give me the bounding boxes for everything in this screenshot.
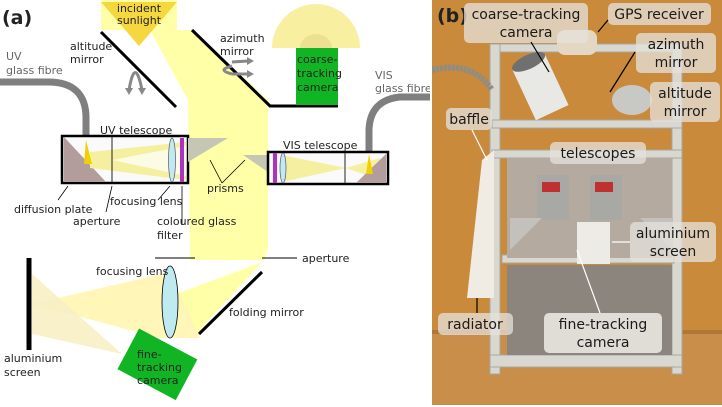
uv-glass-fibre-label-2: glass fibre (6, 64, 63, 77)
altitude-mirror-label-2: mirror (70, 53, 104, 66)
uv-glass-fibre (0, 78, 90, 138)
panel-b-label: (b) (437, 5, 468, 27)
uv-coloured-filter (180, 138, 184, 182)
uv-telescope (60, 134, 190, 185)
folding-mirror-label: folding mirror (229, 306, 304, 319)
azimuth-pointer (609, 51, 636, 93)
rotation-arrow-head-1 (125, 88, 133, 95)
fine-camera-label-2: tracking (137, 361, 182, 374)
label-telescopes: telescopes (550, 142, 646, 164)
gps-pointer (597, 19, 609, 33)
incident-sunlight-label-2: sunlight (117, 14, 162, 27)
vis-coloured-filter (273, 153, 277, 183)
fine-tracking-camera (117, 328, 198, 401)
azimuth-rotation-icon (222, 57, 254, 78)
fine-camera-label-3: camera (137, 374, 179, 387)
label-text: camera (500, 25, 553, 41)
label-text: azimuth (648, 37, 705, 53)
uv-glass-fibre-label-1: UV (6, 50, 22, 63)
coarse-camera-fov (272, 4, 360, 48)
focusing-lens-uv-label: focusing lens (110, 195, 183, 208)
aperture-uv-label: aperture (73, 215, 121, 228)
main-focusing-lens (161, 265, 179, 339)
label-text: GPS receiver (614, 7, 704, 23)
uv-telescope-housing (537, 175, 569, 220)
beam-to-screen (32, 272, 200, 338)
instrument-photo: (b) coarse-tracking camera GPS receiver … (432, 0, 722, 405)
incident-sunlight-label-1: incident (117, 2, 162, 15)
label-azimuth-mirror: azimuth mirror (636, 33, 716, 73)
coarse-camera-label-3: camera (297, 81, 339, 94)
label-text: screen (650, 244, 697, 260)
coloured-glass-filter-label-2: filter (157, 229, 183, 242)
label-text: coarse-tracking (472, 7, 581, 23)
aluminium-screen-plate (577, 222, 610, 264)
coarse-camera-label-2: tracking (297, 67, 342, 80)
altitude-mirror-label-1: altitude (70, 40, 112, 53)
fine-camera-pointer (576, 249, 601, 314)
folding-mirror (197, 270, 264, 336)
coarse-tracking-camera (296, 48, 338, 105)
aperture-main-label: aperture (302, 252, 350, 265)
label-text: radiator (447, 317, 503, 333)
vis-glass-fibre-label-1: VIS (375, 69, 393, 82)
label-text: fine-tracking (559, 317, 648, 333)
label-gps-receiver: GPS receiver (608, 3, 711, 25)
incident-sunlight-arrow (101, 2, 177, 46)
vis-telescope (266, 150, 390, 186)
uv-tag (542, 182, 560, 192)
altitude-mirror-housing (612, 85, 652, 115)
label-radiator: radiator (438, 313, 513, 335)
uv-focusing-lens (168, 137, 176, 183)
altitude-mirror (99, 30, 178, 109)
aluminium-screen-label-1: aluminium (4, 352, 62, 365)
vis-tag (595, 182, 613, 192)
prism-vis (243, 155, 268, 172)
vis-telescope-label: VIS telescope (283, 139, 358, 152)
vis-glass-fibre (365, 93, 430, 152)
label-text: baffle (449, 112, 489, 128)
prisms-pointer-arrows (209, 159, 246, 184)
azimuth-mirror-label-2: mirror (220, 45, 254, 58)
fine-camera-label-1: fine- (137, 348, 162, 361)
label-baffle: baffle (446, 108, 492, 130)
callout-arrows (57, 185, 183, 225)
rotation-arrow-head-2 (138, 88, 146, 95)
altitude-rotation-icon (127, 71, 144, 91)
focusing-lens-main-label: focusing lens (96, 265, 169, 278)
label-text: camera (577, 335, 630, 351)
coarse-camera-pointer (530, 41, 550, 73)
label-text: mirror (655, 55, 698, 71)
vis-glass-fibre-label-2: glass fibre (375, 82, 430, 95)
aluminium-screen-label-2: screen (4, 366, 41, 379)
fibre-conduit (432, 64, 495, 92)
label-text: telescopes (561, 146, 636, 162)
azimuth-mirror-label-1: azimuth (220, 32, 265, 45)
coloured-glass-filter-label-1: coloured glass (157, 215, 237, 228)
prism-uv (188, 138, 228, 162)
corner-bracket (510, 218, 542, 250)
diffusion-plate-label: diffusion plate (14, 203, 93, 216)
coarse-camera-label-1: coarse- (297, 53, 338, 66)
label-text: altitude (658, 86, 712, 102)
prisms-label: prisms (207, 182, 244, 195)
azimuth-mirror (190, 28, 338, 108)
baffle-pointer (471, 129, 488, 161)
label-text: mirror (664, 104, 707, 120)
label-text: aluminium (636, 226, 710, 242)
coarse-camera-tube (511, 51, 569, 121)
radiator-panel (467, 150, 494, 298)
panel-a-label: (a) (2, 7, 32, 29)
label-aluminium-screen: aluminium screen (630, 222, 716, 262)
reflected-light-cone (32, 274, 122, 354)
uv-telescope-label: UV telescope (100, 124, 172, 137)
vis-focusing-lens (279, 152, 287, 184)
optical-schematic: incident sunlight (a) altitude mirror az… (0, 0, 430, 401)
vis-telescope-housing (590, 175, 622, 220)
label-fine-tracking-camera: fine-tracking camera (544, 313, 662, 353)
label-altitude-mirror: altitude mirror (650, 82, 720, 122)
label-coarse-tracking-camera: coarse-tracking camera (464, 3, 588, 43)
